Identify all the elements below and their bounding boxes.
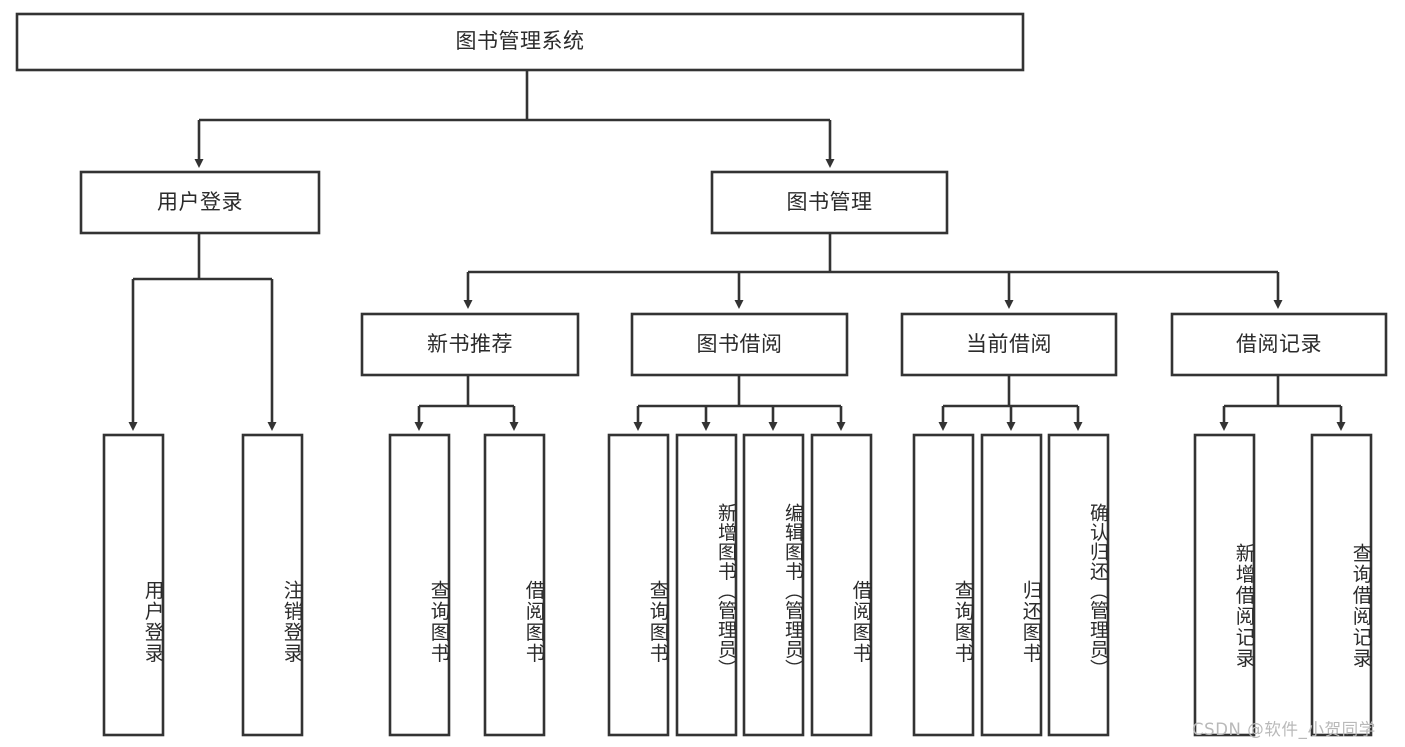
node-box-leaf-user-login[interactable] — [102, 433, 165, 737]
node-box-leaf-logout[interactable] — [241, 433, 304, 737]
node-box-borrow-record[interactable] — [1170, 312, 1388, 377]
csdn-watermark: CSDN @软件_小贺同学 — [1192, 720, 1376, 739]
node-box-leaf-return-book[interactable] — [980, 433, 1043, 737]
node-box-user-login[interactable] — [79, 170, 321, 235]
node-box-leaf-query-record[interactable] — [1310, 433, 1373, 737]
connector-group-book-borrow — [633, 375, 846, 431]
node-box-book-borrow[interactable] — [630, 312, 849, 377]
node-box-current-borrow[interactable] — [900, 312, 1118, 377]
node-box-leaf-query-book-1[interactable] — [388, 433, 451, 737]
connector-group-borrow-record — [1219, 375, 1346, 431]
node-box-leaf-borrow-book-2[interactable] — [810, 433, 873, 737]
node-box-leaf-add-record[interactable] — [1193, 433, 1256, 737]
node-box-leaf-edit-book[interactable] — [742, 433, 805, 737]
connector-group-book-manage — [463, 233, 1283, 309]
connector-group-root — [194, 70, 835, 168]
node-box-leaf-confirm-return[interactable] — [1047, 433, 1110, 737]
connector-group-current-borrow — [938, 375, 1083, 431]
node-box-leaf-add-book[interactable] — [675, 433, 738, 737]
connector-group-user-login — [128, 233, 277, 431]
node-box-leaf-query-book-3[interactable] — [912, 433, 975, 737]
connector-group-new-book-rec — [414, 375, 519, 431]
node-box-book-manage[interactable] — [710, 170, 949, 235]
node-box-leaf-query-book-2[interactable] — [607, 433, 670, 737]
node-box-root[interactable] — [15, 12, 1025, 72]
node-box-new-book-rec[interactable] — [360, 312, 580, 377]
node-box-leaf-borrow-book-1[interactable] — [483, 433, 546, 737]
